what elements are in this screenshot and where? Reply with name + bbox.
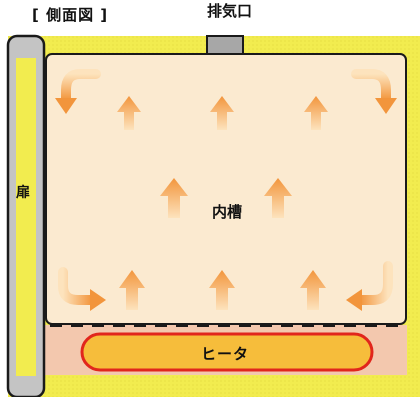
inner-chamber-label: 内槽 (212, 203, 243, 221)
up-arrow-icon (160, 178, 188, 218)
curved-arrow-icon (55, 69, 101, 114)
up-arrow-icon (304, 96, 328, 130)
curved-arrow-icon (58, 267, 106, 311)
curved-arrow-icon (346, 261, 393, 311)
curved-arrow-icon (351, 69, 397, 114)
door-window (16, 58, 36, 376)
up-arrow-icon (210, 96, 234, 130)
door-label: 扉 (16, 185, 30, 201)
heater-label: ヒータ (201, 345, 250, 363)
up-arrow-icon (264, 178, 292, 218)
up-arrow-icon (117, 96, 141, 130)
side-view-label: [ 側面図 ] (32, 6, 109, 24)
heater-element (80, 332, 374, 372)
up-arrow-icon (300, 270, 326, 310)
up-arrow-icon (119, 270, 145, 310)
exhaust-label: 排気口 (207, 2, 253, 20)
up-arrow-icon (209, 270, 235, 310)
